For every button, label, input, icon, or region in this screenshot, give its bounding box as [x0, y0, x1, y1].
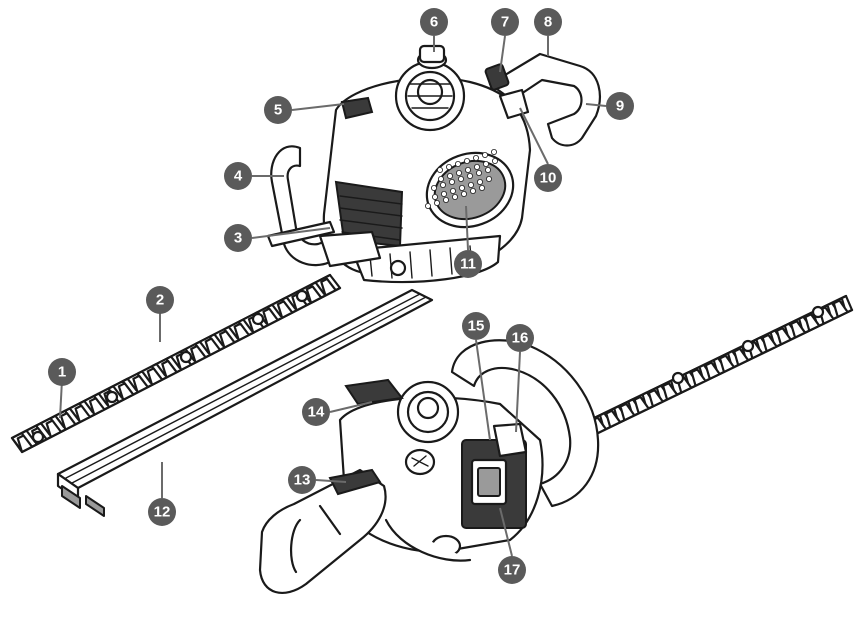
muffler-hole: [484, 166, 491, 173]
muffler-hole: [457, 175, 464, 182]
muffler-hole: [442, 196, 449, 203]
muffler-hole: [464, 166, 471, 173]
muffler-hole: [449, 187, 456, 194]
muffler-hole: [458, 184, 465, 191]
muffler-hole: [490, 148, 497, 155]
callout-9: 9: [606, 92, 634, 120]
callout-label: 14: [308, 404, 325, 421]
callout-label: 11: [460, 256, 476, 273]
callout-label: 8: [544, 14, 552, 31]
callout-label: 10: [540, 170, 557, 187]
muffler-hole: [466, 172, 473, 179]
leader-lines: [59, 35, 607, 557]
muffler-grille: [424, 148, 498, 209]
muffler-hole: [433, 199, 440, 206]
callout-15: 15: [462, 312, 490, 340]
callout-17: 17: [498, 556, 526, 584]
blade-lower-right: [588, 294, 854, 436]
muffler-hole: [454, 160, 461, 167]
engine-top-view: [266, 44, 601, 284]
muffler-hole: [467, 181, 474, 188]
callout-label: 17: [504, 562, 521, 579]
muffler-hole: [446, 172, 453, 179]
muffler-hole: [455, 169, 462, 176]
muffler-hole: [476, 178, 483, 185]
muffler-hole: [445, 163, 452, 170]
callout-label: 6: [430, 14, 438, 31]
callout-label: 15: [468, 318, 485, 335]
muffler-hole: [473, 163, 480, 170]
callout-label: 7: [501, 14, 509, 31]
callout-5: 5: [264, 96, 292, 124]
callout-16: 16: [506, 324, 534, 352]
callout-label: 4: [234, 168, 243, 185]
callout-4: 4: [224, 162, 252, 190]
callout-label: 12: [154, 504, 171, 521]
muffler-hole: [448, 178, 455, 185]
callout-label: 13: [294, 472, 311, 489]
muffler-hole: [437, 175, 444, 182]
callout-label: 16: [512, 330, 529, 347]
muffler-hole: [460, 190, 467, 197]
callout-label: 1: [58, 364, 66, 381]
blade-upper-left: [10, 273, 342, 454]
muffler-hole: [430, 184, 437, 191]
muffler-hole: [491, 157, 498, 164]
muffler-hole: [478, 184, 485, 191]
callout-label: 2: [156, 292, 164, 309]
engine-bottom-view: [258, 339, 600, 594]
callout-12: 12: [148, 498, 176, 526]
callout-14: 14: [302, 398, 330, 426]
muffler-hole: [451, 193, 458, 200]
muffler-hole: [472, 154, 479, 161]
muffler-hole: [439, 181, 446, 188]
callout-1: 1: [48, 358, 76, 386]
muffler-hole: [436, 166, 443, 173]
muffler-hole: [482, 160, 489, 167]
muffler-hole: [424, 202, 431, 209]
blade-sheath: [56, 288, 434, 517]
callout-10: 10: [534, 164, 562, 192]
callout-label: 3: [234, 230, 242, 247]
callout-label: 5: [274, 102, 282, 119]
muffler-hole: [469, 187, 476, 194]
callout-7: 7: [491, 8, 519, 36]
muffler-hole: [463, 157, 470, 164]
callout-13: 13: [288, 466, 316, 494]
callout-11: 11: [454, 250, 482, 278]
callout-2: 2: [146, 286, 174, 314]
callout-3: 3: [224, 224, 252, 252]
muffler-hole: [440, 190, 447, 197]
muffler-hole: [475, 169, 482, 176]
muffler-hole: [481, 151, 488, 158]
callout-8: 8: [534, 8, 562, 36]
muffler-hole: [485, 175, 492, 182]
muffler-hole: [431, 193, 438, 200]
callout-label: 9: [616, 98, 624, 115]
callout-6: 6: [420, 8, 448, 36]
